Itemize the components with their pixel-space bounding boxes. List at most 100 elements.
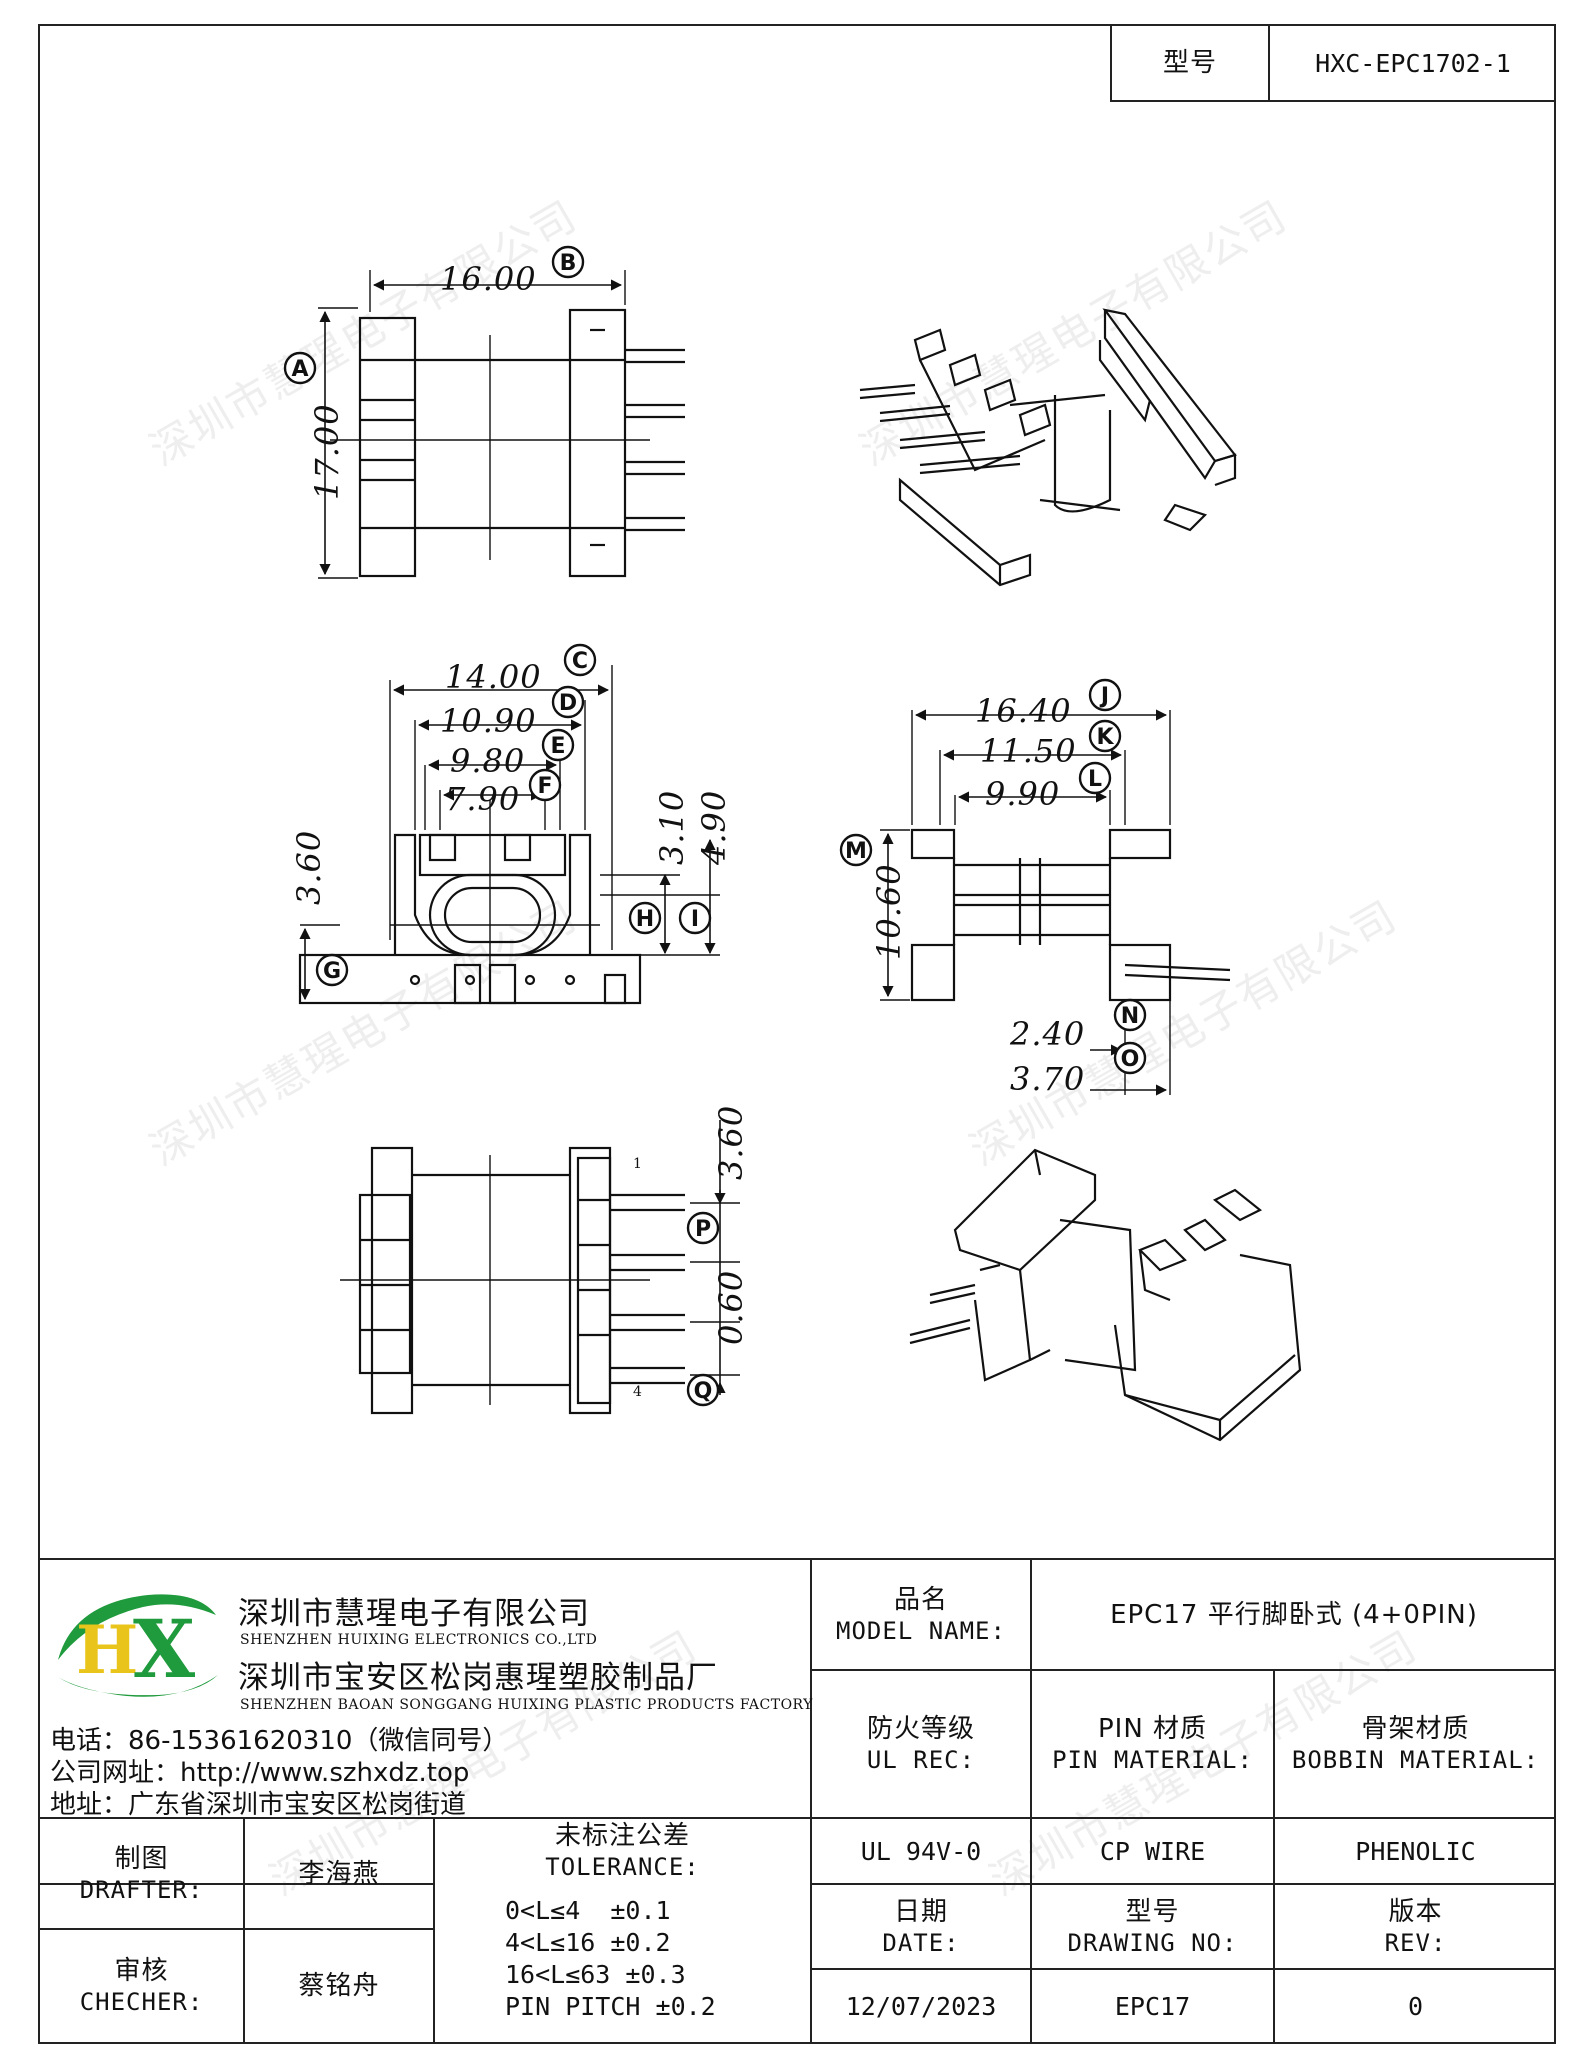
bobbin-material-cn: 骨架材质 — [1361, 1714, 1470, 1744]
dim-C-value: 14.00 — [445, 658, 542, 696]
date-en: DATE: — [882, 1928, 960, 1957]
company-name-en: SHENZHEN HUIXING ELECTRONICS CO.,LTD — [240, 1632, 598, 1648]
model-number: HXC-EPC1702-1 — [1315, 48, 1511, 78]
tolerance-list: 0<L≤4 ±0.1 4<L≤16 ±0.2 16<L≤63 ±0.3 PIN … — [505, 1895, 805, 2023]
title-bottom-line — [1110, 100, 1556, 102]
company-name-cn: 深圳市慧瑆电子有限公司 — [238, 1596, 590, 1632]
table-row-line — [38, 1928, 434, 1930]
table-row-line — [810, 1669, 1556, 1671]
pin-material-en: PIN MATERIAL: — [1052, 1746, 1253, 1774]
tolerance-line: 16<L≤63 ±0.3 — [505, 1960, 686, 1989]
company-phone: 电话：86-15361620310（微信同号） — [50, 1726, 509, 1756]
checker-header: 审核 CHECHER: — [40, 1930, 243, 2042]
date-value: 12/07/2023 — [845, 1991, 997, 2021]
label-G: G — [323, 959, 341, 984]
company-address: 地址：广东省深圳市宝安区松岗街道 — [50, 1790, 467, 1820]
table-col-line — [1030, 1558, 1032, 2044]
dim-N-value: 2.40 — [1009, 1015, 1085, 1053]
label-N: N — [1121, 1004, 1139, 1029]
bobbin-technical-drawing: 1 4 16.00 17.00 14.00 10.90 9.80 7.90 3.… — [283, 245, 1302, 1442]
date-cn: 日期 — [893, 1896, 948, 1927]
label-B: B — [560, 251, 577, 276]
tolerance-line: 0<L≤4 ±0.1 — [505, 1896, 671, 1925]
rev-cn: 版本 — [1388, 1896, 1443, 1927]
table-col-line — [243, 1817, 245, 2044]
bobbin-material-en: BOBBIN MATERIAL: — [1291, 1746, 1540, 1774]
drafter-header: 制图 DRAFTER: — [40, 1819, 243, 1928]
dim-D-value: 10.90 — [440, 702, 537, 740]
model-label: 型号 — [1162, 48, 1217, 78]
dim-B-value: 16.00 — [440, 260, 537, 298]
label-L: L — [1088, 767, 1102, 792]
tolerance-header: 未标注公差 TOLERANCE: — [435, 1819, 810, 1883]
label-O: O — [1121, 1047, 1140, 1072]
logo-x-glyph: X — [133, 1602, 195, 1696]
label-F: F — [537, 774, 552, 799]
company-website: 公司网址：http://www.szhxdz.top — [50, 1758, 470, 1788]
dim-E-value: 9.80 — [450, 742, 525, 780]
tolerance-line: PIN PITCH ±0.2 — [505, 1992, 716, 2021]
dim-F-value: 7.90 — [445, 780, 520, 818]
label-I: I — [691, 907, 699, 932]
checker-cn: 审核 — [114, 1956, 169, 1986]
bobbin-material-header: 骨架材质 BOBBIN MATERIAL: — [1275, 1671, 1556, 1817]
title-top-line — [1110, 24, 1556, 26]
checker-name: 蔡铭舟 — [298, 1971, 380, 2001]
rev-en: REV: — [1384, 1928, 1447, 1957]
drafter-name: 李海燕 — [298, 1858, 380, 1889]
tolerance-cn: 未标注公差 — [554, 1821, 690, 1851]
drawing-frame — [38, 24, 1556, 2044]
title-mid-line — [1268, 24, 1270, 102]
table-col-line — [810, 1558, 812, 2044]
rev-header: 版本 REV: — [1275, 1885, 1556, 1968]
model-name-value: EPC17 平行脚卧式 (4+0PIN) — [1110, 1599, 1478, 1630]
ul-rec-en: UL REC: — [866, 1746, 976, 1774]
label-D: D — [559, 691, 577, 716]
rev-value: 0 — [1407, 1991, 1424, 2021]
drawing-no-en: DRAWING NO: — [1067, 1928, 1238, 1957]
view-bottom — [340, 1120, 740, 1415]
label-P: P — [695, 1217, 711, 1242]
factory-name-cn: 深圳市宝安区松岗惠瑆塑胶制品厂 — [238, 1660, 718, 1696]
bobbin-material-value: PHENOLIC — [1355, 1836, 1476, 1866]
dim-L-value: 9.90 — [985, 775, 1060, 813]
dim-I-value: 4.90 — [695, 790, 733, 866]
label-A: A — [291, 357, 308, 382]
pin-material-cn: PIN 材质 — [1097, 1714, 1208, 1744]
factory-name-en: SHENZHEN BAOAN SONGGANG HUIXING PLASTIC … — [240, 1697, 813, 1713]
ul-rec-cn: 防火等级 — [866, 1714, 975, 1744]
company-logo: H X — [48, 1585, 223, 1705]
date-header: 日期 DATE: — [812, 1885, 1030, 1968]
drawing-no-header: 型号 DRAWING NO: — [1032, 1885, 1273, 1968]
table-row-line — [38, 1883, 434, 1885]
title-left-line — [1110, 24, 1112, 102]
table-row-line — [810, 1883, 1556, 1885]
tolerance-en: TOLERANCE: — [545, 1853, 700, 1881]
pin-material-value: CP WIRE — [1099, 1836, 1206, 1866]
ul-rec-value: UL 94V-0 — [860, 1836, 982, 1866]
label-E: E — [550, 734, 565, 759]
drafter-cn: 制图 — [114, 1843, 169, 1874]
table-top-line — [38, 1558, 1556, 1560]
dim-H-value: 3.10 — [653, 790, 691, 865]
drafter-en: DRAFTER: — [79, 1875, 204, 1904]
dim-Q-value: 0.60 — [712, 1270, 750, 1345]
logo-h-glyph: H — [76, 1611, 138, 1689]
label-Q: Q — [694, 1379, 713, 1404]
view-iso-top — [859, 308, 1237, 587]
dim-A-value: 17.00 — [308, 403, 346, 500]
view-iso-bottom — [909, 1148, 1302, 1442]
dim-O-value: 3.70 — [1010, 1060, 1085, 1098]
dim-M-value: 10.60 — [870, 863, 908, 960]
model-name-en: MODEL NAME: — [836, 1616, 1006, 1645]
view-end — [880, 709, 1231, 1096]
view-side — [298, 665, 720, 1005]
ul-rec-header: 防火等级 UL REC: — [812, 1671, 1030, 1817]
dim-G-value: 3.60 — [290, 830, 328, 905]
label-M: M — [845, 839, 867, 864]
pin-material-header: PIN 材质 PIN MATERIAL: — [1032, 1671, 1273, 1817]
label-K: K — [1096, 725, 1114, 750]
dim-J-value: 16.40 — [975, 692, 1072, 730]
label-C: C — [572, 649, 588, 674]
table-row-line — [810, 1968, 1556, 1970]
